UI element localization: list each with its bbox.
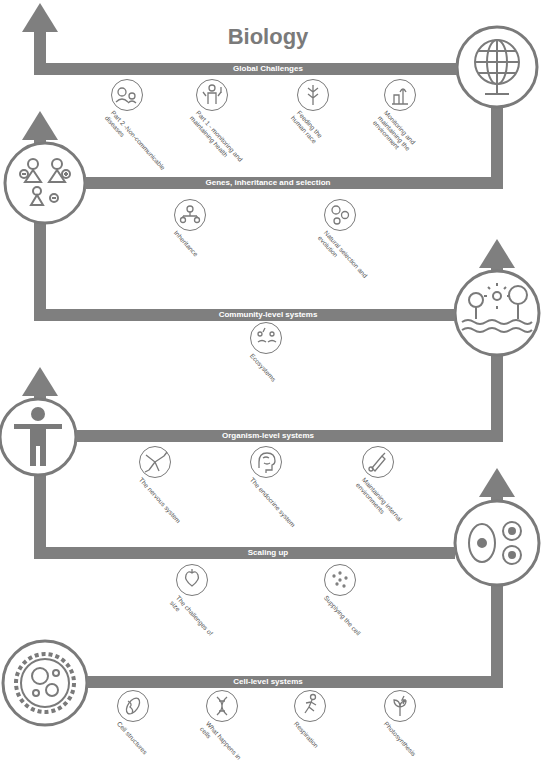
topic-circle: Monitoring and maintaining the environme…: [384, 79, 416, 111]
topic-label: Maintaining internal environments: [355, 476, 417, 543]
topic-label: Part 1 - monitoring and maintaining heal…: [189, 109, 258, 183]
topic-label: Monitoring and maintaining the environme…: [371, 109, 428, 169]
topic-circle: Ecosystems: [250, 322, 282, 354]
stage-band: Cell-level systems: [87, 676, 503, 688]
topic-label: What happens in cells: [199, 720, 245, 769]
topic-circle: Photosynthesis: [384, 690, 416, 722]
band-label: Genes, inheritance and selection: [206, 177, 331, 189]
topic-circle: What happens in cells: [206, 690, 238, 722]
stage-band: Organism-level systems: [76, 430, 503, 442]
band-label: Organism-level systems: [222, 430, 314, 442]
topic-circle: The challenges of size: [176, 564, 208, 596]
topic-label: Ecosystems: [248, 352, 300, 409]
topic-circle: Part 1 - monitoring and maintaining heal…: [196, 79, 228, 111]
band-label: Community-level systems: [219, 309, 318, 321]
topic-label: Respiration: [292, 720, 344, 770]
topic-label: Inheritance: [172, 229, 224, 286]
arrow-head: [479, 468, 515, 497]
stage-band: Global Challenges: [34, 63, 457, 75]
band-label: Cell-level systems: [233, 676, 302, 688]
arrow-head: [22, 111, 58, 140]
topic-circle: The nervous system: [139, 446, 171, 478]
topic-circle: Part 2 -Non-communicable diseases: [111, 79, 143, 111]
topic-circle: Natural selection and evolution: [324, 199, 356, 231]
topic-label: Supplying the cell: [322, 594, 381, 659]
topic-label: The nervous system: [137, 476, 196, 541]
band-label: Scaling up: [248, 547, 288, 559]
topic-circle: Inheritance: [174, 199, 206, 231]
topic-circle: Feeding the human race: [297, 79, 329, 111]
stage-band: Genes, inheritance and selection: [85, 177, 503, 189]
arrow-head: [479, 239, 515, 268]
topic-circle: Respiration: [294, 690, 326, 722]
arrow-head: [22, 367, 58, 396]
topic-circle: The endocrine system: [250, 446, 282, 478]
topic-label: The challenges of size: [169, 594, 219, 647]
topic-label: The endocrine system: [248, 476, 307, 541]
stage-band: Community-level systems: [34, 309, 455, 321]
topic-label: Feeding the human race: [290, 109, 332, 153]
topic-circle: Supplying the cell: [324, 564, 356, 596]
stage-band: Scaling up: [34, 547, 455, 559]
topic-circle: Cell structures: [117, 690, 149, 722]
topic-label: Natural selection and evolution: [317, 229, 372, 288]
diagram-title: Biology: [228, 24, 309, 50]
topic-label: Photosynthesis: [382, 720, 434, 770]
topic-circle: Maintaining internal environments: [362, 446, 394, 478]
topic-label: Cell structures: [115, 720, 167, 770]
band-label: Global Challenges: [233, 63, 303, 75]
